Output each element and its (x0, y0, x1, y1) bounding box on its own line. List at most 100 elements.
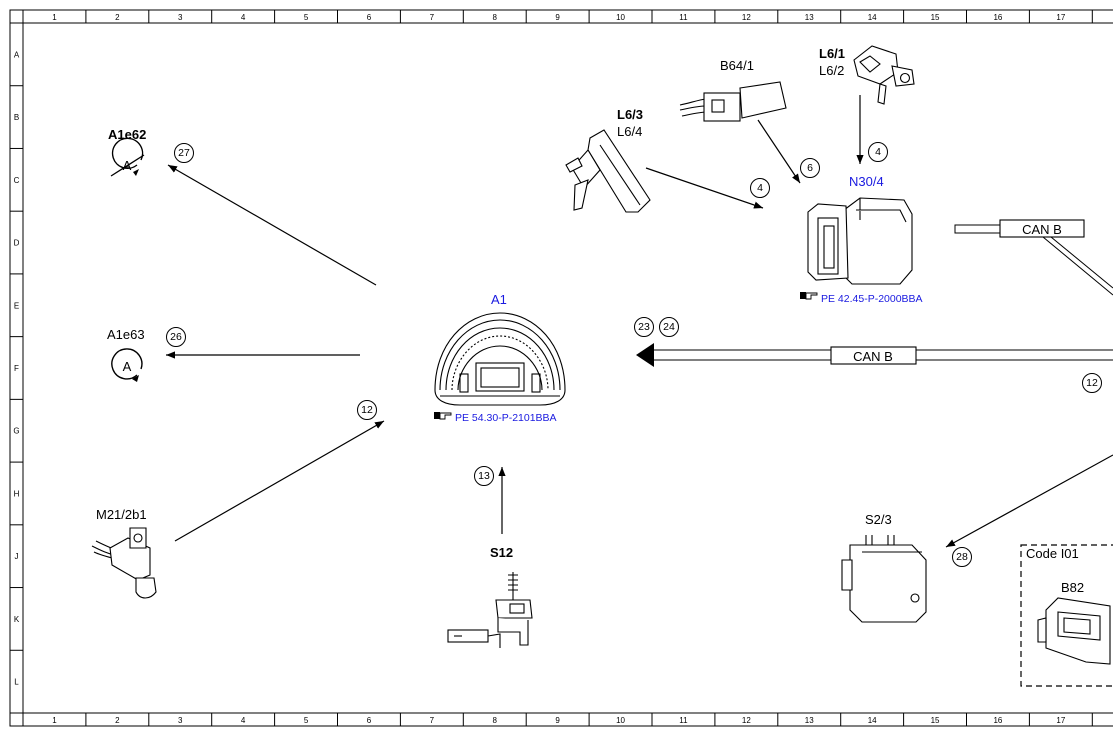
code-i01-box (1020, 544, 1113, 687)
l61-l62-component[interactable]: L6/1 L6/2 (819, 45, 915, 105)
grid-column-label: 12 (742, 13, 751, 22)
b82-drawing (1037, 597, 1111, 665)
grid-column-label: 14 (868, 13, 877, 22)
grid-column-dividers (22, 10, 1093, 726)
signal-arrows (166, 95, 1113, 548)
b641-sensor-drawing (679, 81, 787, 122)
circle-number-6: 6 (800, 158, 820, 178)
m21-component[interactable]: M21/2b1 (91, 507, 157, 599)
circle-number-28: 28 (952, 547, 972, 567)
s23-switch-drawing (841, 535, 927, 623)
grid-column-label: 11 (679, 13, 688, 22)
grid-column-label: 5 (304, 13, 309, 22)
circle-number-27: 27 (174, 143, 194, 163)
a1-instrument-cluster[interactable]: A1 PE 54.30-P-2101BBA (434, 292, 566, 424)
n304-reference[interactable]: PE 42.45-P-2000BBA (821, 293, 923, 305)
grid-column-label: 8 (493, 13, 498, 22)
l61-label: L6/1 (819, 46, 845, 61)
grid-column-label: 13 (805, 716, 814, 725)
grid-row-label: E (14, 301, 19, 310)
svg-text:23: 23 (638, 321, 650, 333)
s23-label: S2/3 (865, 512, 892, 527)
grid-column-label: 5 (304, 716, 309, 725)
svg-text:12: 12 (361, 404, 373, 416)
can-bus-middle: CAN B (636, 343, 1113, 367)
grid-row-label: J (15, 552, 19, 561)
a1e63-component[interactable]: A1e63 A (107, 327, 145, 382)
circle-number-4b: 4 (868, 142, 888, 162)
pointing-hand-icon (434, 412, 452, 420)
grid-column-label: 8 (493, 716, 498, 725)
grid-column-label: 7 (430, 13, 435, 22)
l61-sensor-drawing (853, 45, 915, 105)
n304-component[interactable]: N30/4 PE 42.45-P-2000BBA (800, 174, 923, 305)
svg-text:28: 28 (956, 551, 968, 563)
l62-label: L6/2 (819, 63, 844, 78)
b641-component[interactable]: B64/1 (679, 58, 787, 122)
grid-column-label: 6 (367, 13, 372, 22)
circle-number-24: 24 (659, 317, 679, 337)
grid-row-label: A (14, 50, 20, 59)
grid-column-label: 10 (616, 716, 625, 725)
circle-number-26: 26 (166, 327, 186, 347)
grid-column-label: 13 (805, 13, 814, 22)
svg-text:24: 24 (663, 321, 675, 333)
grid-column-label: 15 (931, 13, 940, 22)
code-i01-group[interactable]: Code I01 B82 (1020, 544, 1113, 687)
n304-label: N30/4 (849, 174, 884, 189)
grid-column-label: 9 (555, 13, 560, 22)
l63-l64-component[interactable]: L6/3 L6/4 (565, 107, 651, 213)
circle-number-13: 13 (474, 466, 494, 486)
gauge-a-icon: A (110, 137, 145, 177)
grid-column-label: 3 (178, 13, 183, 22)
grid-column-label: 11 (679, 716, 688, 725)
svg-text:6: 6 (807, 162, 813, 174)
grid-column-label: 9 (555, 716, 560, 725)
b641-label: B64/1 (720, 58, 754, 73)
grid-row-label: C (14, 176, 20, 185)
grid-row-label: K (14, 615, 20, 624)
s12-label: S12 (490, 545, 513, 560)
svg-text:A: A (123, 359, 132, 374)
a1-reference[interactable]: PE 54.30-P-2101BBA (455, 412, 557, 424)
svg-text:12: 12 (1086, 377, 1098, 389)
grid-column-label: 6 (367, 716, 372, 725)
grid-row-label: B (14, 113, 19, 122)
grid-column-label: 16 (993, 13, 1002, 22)
s23-component[interactable]: S2/3 (841, 512, 927, 623)
grid-column-label: 3 (178, 716, 183, 725)
s12-component[interactable]: S12 (447, 545, 533, 648)
grid-column-label: 7 (430, 716, 435, 725)
grid-column-label: 1 (52, 716, 57, 725)
m21-sensor-drawing (91, 527, 157, 599)
s12-switch-drawing (447, 572, 533, 648)
grid-column-label: 16 (993, 716, 1002, 725)
grid-row-label: F (14, 364, 19, 373)
grid-column-label: 12 (742, 716, 751, 725)
circle-number-4: 4 (750, 178, 770, 198)
can-bus-top: CAN B (954, 219, 1113, 296)
a1e62-component[interactable]: A1e62 A (108, 127, 146, 177)
circle-number-12b: 12 (1082, 373, 1102, 393)
grid-column-label: 14 (868, 716, 877, 725)
b82-label: B82 (1061, 580, 1084, 595)
grid-column-label: 15 (931, 716, 940, 725)
svg-text:4: 4 (757, 182, 763, 194)
m21-label: M21/2b1 (96, 507, 147, 522)
grid-column-label: 4 (241, 13, 246, 22)
a1e62-label: A1e62 (108, 127, 146, 142)
grid-column-label: 17 (1056, 716, 1065, 725)
grid-row-label: G (13, 427, 19, 436)
grid-column-label: 17 (1056, 13, 1065, 22)
svg-text:13: 13 (478, 470, 490, 482)
drawing-frame (9, 9, 1113, 727)
grid-row-label: L (14, 678, 19, 687)
circle-number-12: 12 (357, 400, 377, 420)
pointing-hand-icon (800, 292, 818, 300)
grid-column-label: 1 (52, 13, 57, 22)
n304-module-drawing (807, 197, 913, 285)
gauge-a-icon: A (111, 348, 143, 382)
